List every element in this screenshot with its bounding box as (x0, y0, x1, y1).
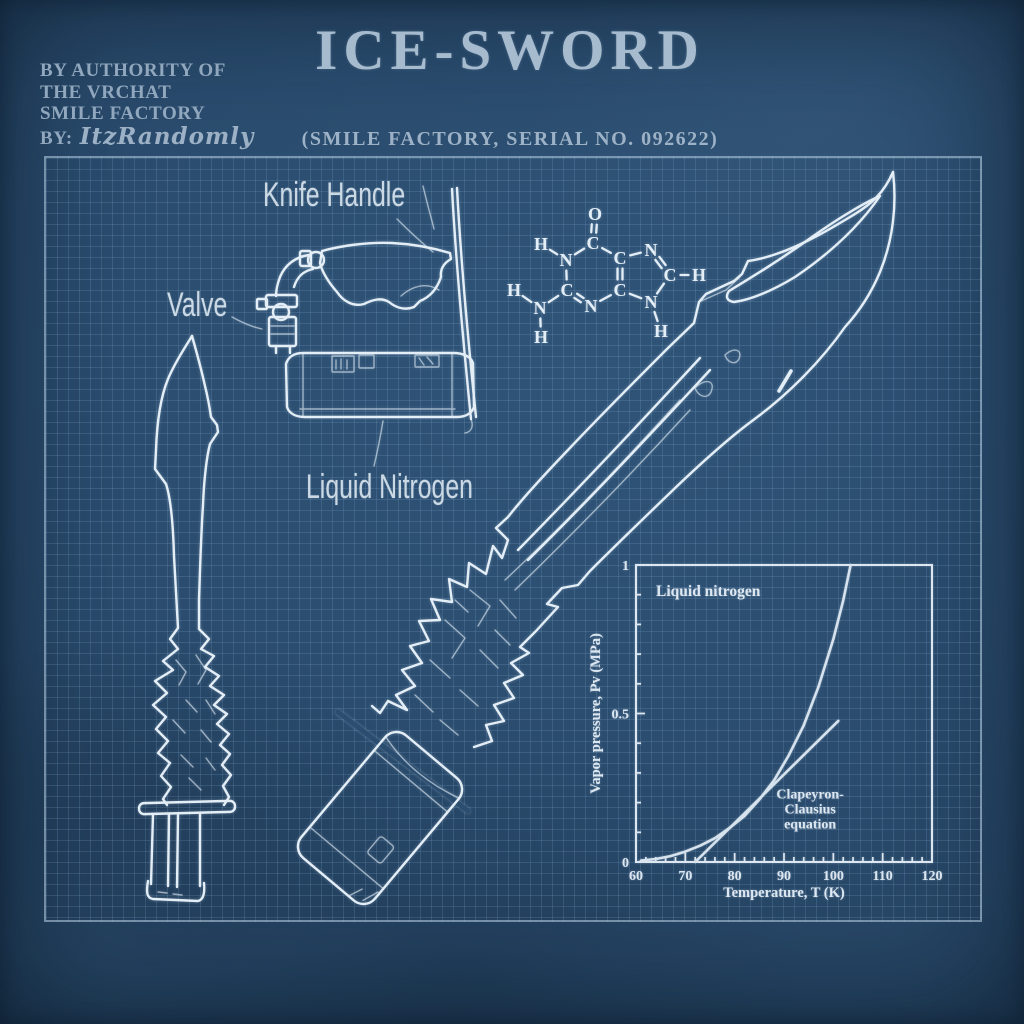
leader-liquid-nitrogen (373, 420, 384, 467)
chart-x-axis-label: Temperature, T (K) (723, 885, 845, 901)
molecule-bond (599, 293, 612, 303)
atom-label: C (614, 280, 627, 300)
atom-label: C (614, 248, 627, 268)
atom-label: N (645, 292, 658, 312)
y-tick-label: 0.5 (612, 708, 630, 723)
page-title: ICE-SWORD (315, 19, 705, 82)
atom-label: C (561, 280, 574, 300)
molecule-bond (521, 294, 533, 304)
atom-label: H (507, 280, 521, 300)
x-tick-label: 80 (728, 869, 742, 884)
credit-line: BY: ItzRandomly (40, 122, 255, 150)
label-valve: Valve (167, 286, 228, 324)
authority-line-3: SMILE FACTORY (40, 103, 206, 124)
x-tick-label: 110 (873, 869, 893, 884)
atom-label: C (587, 233, 600, 253)
x-tick-label: 60 (629, 869, 643, 884)
molecule-bond (573, 296, 583, 304)
leader-valve (231, 316, 263, 330)
chart-annotation-line: Clapeyron- (776, 787, 844, 802)
left-sword-drawing (137, 334, 237, 903)
knife-handle-outline (318, 241, 453, 310)
atom-label: N (560, 250, 573, 270)
molecule-bond (653, 310, 659, 323)
authority-line-1: BY AUTHORITY OF (40, 60, 227, 81)
molecule-bond (654, 258, 663, 270)
molecule-bond (547, 294, 560, 304)
chart-annotation-line: equation (784, 817, 836, 832)
x-tick-label: 100 (823, 869, 844, 884)
serial-subtitle: (SMILE FACTORY, SERIAL NO. 092622) (301, 128, 719, 150)
main-sword-drawing (296, 170, 896, 906)
author-signature: ItzRandomly (79, 122, 255, 150)
atom-label: N (585, 296, 598, 316)
nitrogen-canister-outline (284, 351, 476, 419)
molecule-bond (601, 246, 612, 255)
molecule-bond (595, 223, 598, 234)
clapeyron-clausius-line (693, 719, 840, 864)
molecule-bond (629, 251, 642, 257)
y-tick-label: 1 (622, 559, 629, 574)
molecule-bond (575, 292, 585, 300)
leader-knife-handle (396, 218, 434, 253)
sword-blade-outline (472, 170, 896, 749)
credit-prefix: BY: (40, 127, 73, 149)
atom-label: H (692, 265, 706, 285)
molecule-bond (573, 247, 586, 256)
chart-title: Liquid nitrogen (656, 583, 761, 600)
atom-label: H (534, 234, 548, 254)
atom-label: H (534, 327, 548, 347)
molecule-bond (655, 282, 666, 295)
molecule-bond (548, 248, 559, 256)
authority-block: BY AUTHORITY OF THE VRCHAT SMILE FACTORY… (40, 60, 254, 149)
chart-annotation-line: Clausius (784, 802, 836, 817)
x-tick-label: 120 (922, 869, 943, 884)
left-sword-crossguard (137, 799, 237, 816)
sword-inner-edge (725, 194, 882, 304)
atom-label: O (588, 204, 602, 224)
atom-label: C (664, 265, 677, 285)
main-sword-grip (296, 730, 464, 906)
atom-label: N (645, 240, 658, 260)
x-tick-label: 90 (777, 869, 791, 884)
molecule-bond (658, 255, 667, 267)
chart-y-axis-label: Vapor pressure, Pv (MPa) (588, 633, 604, 794)
y-tick-label: 0 (622, 856, 629, 871)
leader-lines (231, 218, 434, 467)
authority-line-2: THE VRCHAT (40, 81, 172, 103)
x-tick-label: 70 (678, 869, 692, 884)
cooling-apparatus-drawing (255, 185, 478, 434)
atom-label: N (534, 298, 547, 318)
molecule-bond (590, 223, 593, 234)
atom-label: H (654, 321, 668, 341)
molecule-bond (628, 292, 643, 300)
label-knife-handle: Knife Handle (263, 176, 406, 214)
label-liquid-nitrogen: Liquid Nitrogen (306, 468, 473, 506)
